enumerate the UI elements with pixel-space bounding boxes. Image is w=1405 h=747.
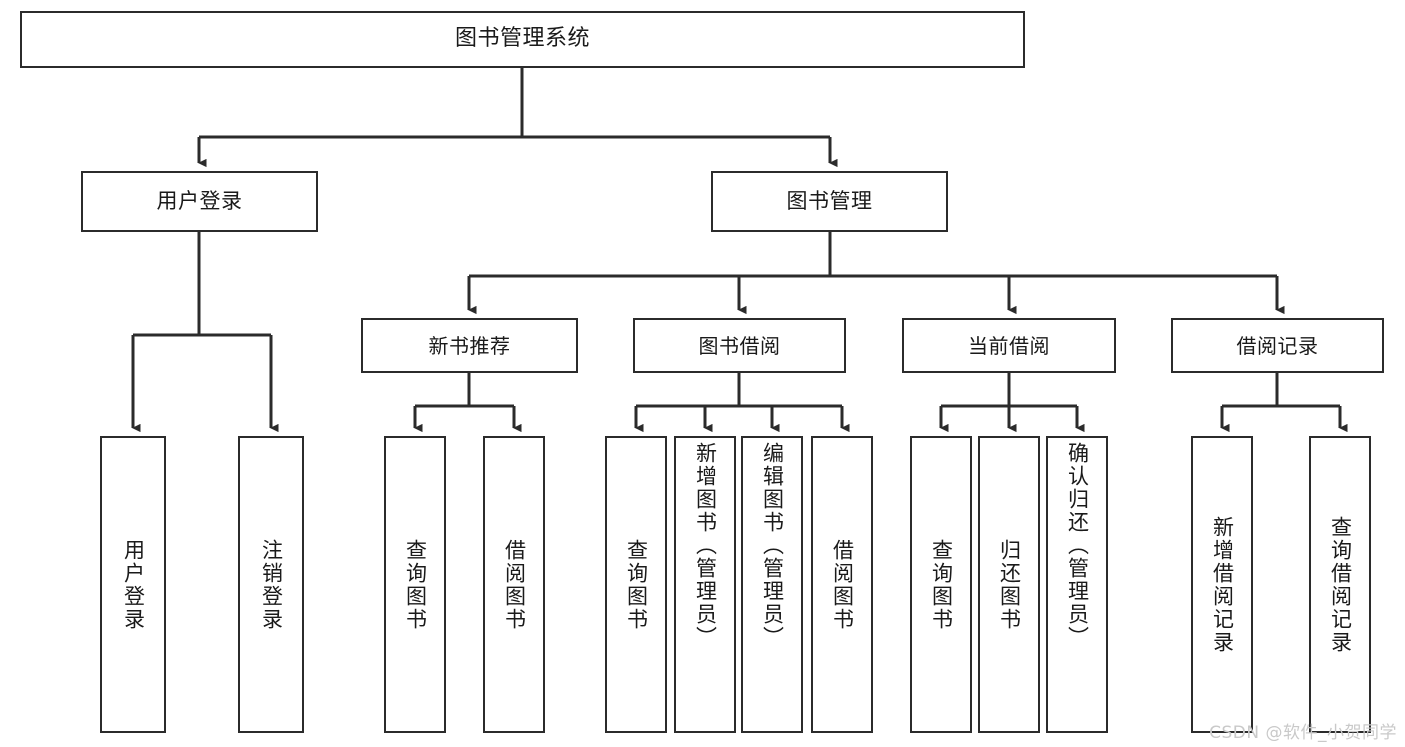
node-current-borrow[interactable]: 当前借阅: [902, 318, 1116, 373]
leaf-recommend-borrow-book[interactable]: 借阅图书: [483, 436, 545, 733]
node-root-system[interactable]: 图书管理系统: [20, 11, 1025, 68]
leaf-current-confirm-return-admin[interactable]: 确认归还（管理员）: [1046, 436, 1108, 733]
node-label: 借阅图书: [830, 538, 855, 631]
node-label: 编辑图书（管理员）: [760, 442, 785, 649]
node-label: 图书管理系统: [454, 26, 590, 52]
csdn-watermark: CSDN @软件_小贺同学: [1209, 723, 1397, 743]
node-label: 确认归还（管理员）: [1065, 442, 1090, 649]
leaf-user-login-logout[interactable]: 注销登录: [238, 436, 304, 733]
node-label: 查询图书: [624, 538, 649, 631]
node-book-borrow[interactable]: 图书借阅: [633, 318, 846, 373]
leaf-borrow-borrow-book[interactable]: 借阅图书: [811, 436, 873, 733]
node-label: 查询图书: [403, 538, 428, 631]
node-label: 查询借阅记录: [1328, 515, 1353, 654]
node-label: 查询图书: [929, 538, 954, 631]
leaf-record-query-record[interactable]: 查询借阅记录: [1309, 436, 1371, 733]
node-label: 新增借阅记录: [1210, 515, 1235, 654]
leaf-borrow-add-book-admin[interactable]: 新增图书（管理员）: [674, 436, 736, 733]
node-label: 注销登录: [259, 538, 284, 631]
leaf-borrow-query-book[interactable]: 查询图书: [605, 436, 667, 733]
node-label: 新增图书（管理员）: [693, 442, 718, 649]
node-label: 借阅图书: [502, 538, 527, 631]
node-user-login[interactable]: 用户登录: [81, 171, 318, 232]
node-borrow-record[interactable]: 借阅记录: [1171, 318, 1384, 373]
leaf-current-return-book[interactable]: 归还图书: [978, 436, 1040, 733]
node-label: 新书推荐: [428, 333, 511, 358]
node-label: 图书借阅: [698, 333, 781, 358]
leaf-borrow-edit-book-admin[interactable]: 编辑图书（管理员）: [741, 436, 803, 733]
node-label: 用户登录: [121, 538, 146, 631]
leaf-current-query-book[interactable]: 查询图书: [910, 436, 972, 733]
node-label: 归还图书: [997, 538, 1022, 631]
node-label: 图书管理: [786, 188, 873, 213]
leaf-recommend-query-book[interactable]: 查询图书: [384, 436, 446, 733]
node-new-book-recommend[interactable]: 新书推荐: [361, 318, 578, 373]
leaf-user-login-login[interactable]: 用户登录: [100, 436, 166, 733]
node-label: 当前借阅: [968, 333, 1050, 358]
node-label: 用户登录: [156, 188, 243, 213]
leaf-record-add-record[interactable]: 新增借阅记录: [1191, 436, 1253, 733]
node-label: 借阅记录: [1236, 333, 1319, 358]
node-book-management[interactable]: 图书管理: [711, 171, 948, 232]
